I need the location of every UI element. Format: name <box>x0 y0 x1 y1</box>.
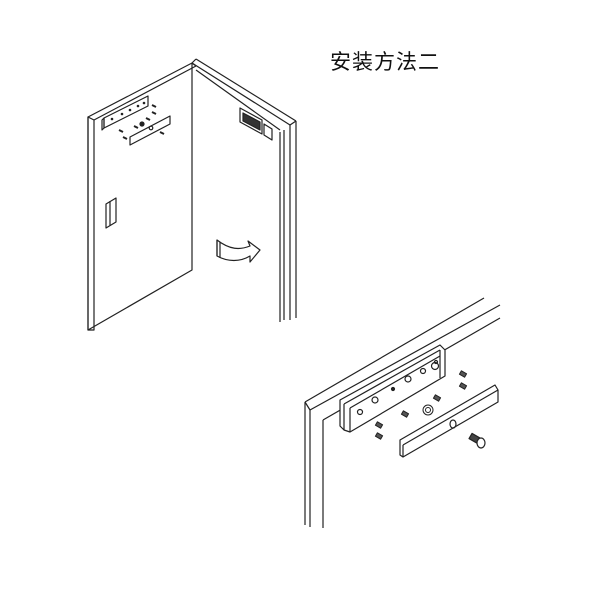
door-lock-body-icon <box>101 95 157 140</box>
door-leaf-icon <box>87 62 197 331</box>
mounting-screws-icon <box>374 370 468 440</box>
lock-detail-figure <box>304 297 501 528</box>
plate-screw-icon <box>468 432 486 449</box>
armature-plate-icon <box>129 115 171 146</box>
swing-arrow-icon <box>216 239 261 263</box>
frame-lock-icon <box>239 107 273 141</box>
door-overview-figure <box>87 58 297 331</box>
detail-armature-plate-icon <box>399 384 499 458</box>
door-frame-icon <box>191 58 297 322</box>
diagram-title: 安装方法二 <box>330 50 440 74</box>
mag-lock-body-icon <box>339 344 446 433</box>
